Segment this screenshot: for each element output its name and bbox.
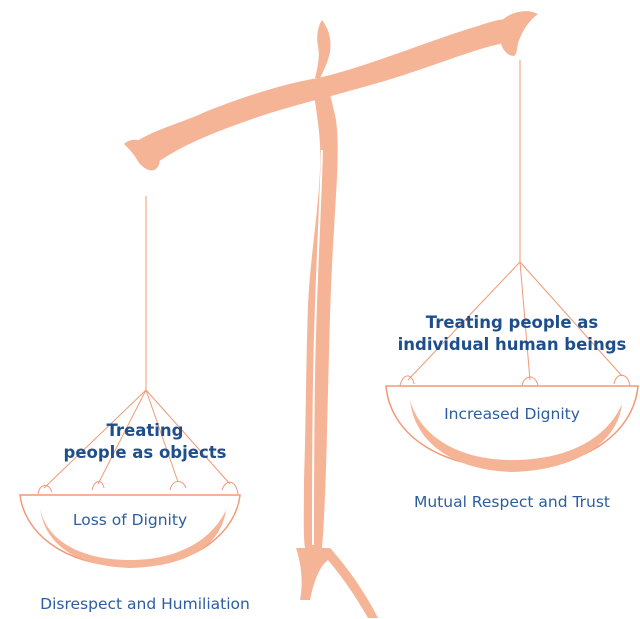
left-pan-heading: Treating people as objects [40,420,250,464]
right-pan-shading [410,400,622,472]
left-caption: Disrespect and Humiliation [40,595,250,613]
left-pan-label: Loss of Dignity [72,511,188,529]
left-pan-strings [37,389,239,495]
right-pan-strings [399,261,631,387]
right-pan-heading-line2: individual human beings [397,335,627,354]
right-pan-label: Increased Dignity [444,405,580,423]
beam-left-end [124,139,160,171]
left-pan-bowl [19,494,241,567]
scale-finial [315,20,331,78]
scale-base [296,548,378,618]
post-highlight [312,149,323,546]
scale-post [303,80,338,548]
left-pan-heading-line2: people as objects [63,443,227,462]
left-pan-shading [40,508,226,568]
right-pan-heading-line1: Treating people as [425,313,599,332]
right-caption: Mutual Respect and Trust [413,493,611,511]
left-pan-heading-line1: Treating [106,421,184,440]
beam-right-end [498,11,538,57]
right-pan-heading: Treating people as individual human bein… [384,312,640,356]
